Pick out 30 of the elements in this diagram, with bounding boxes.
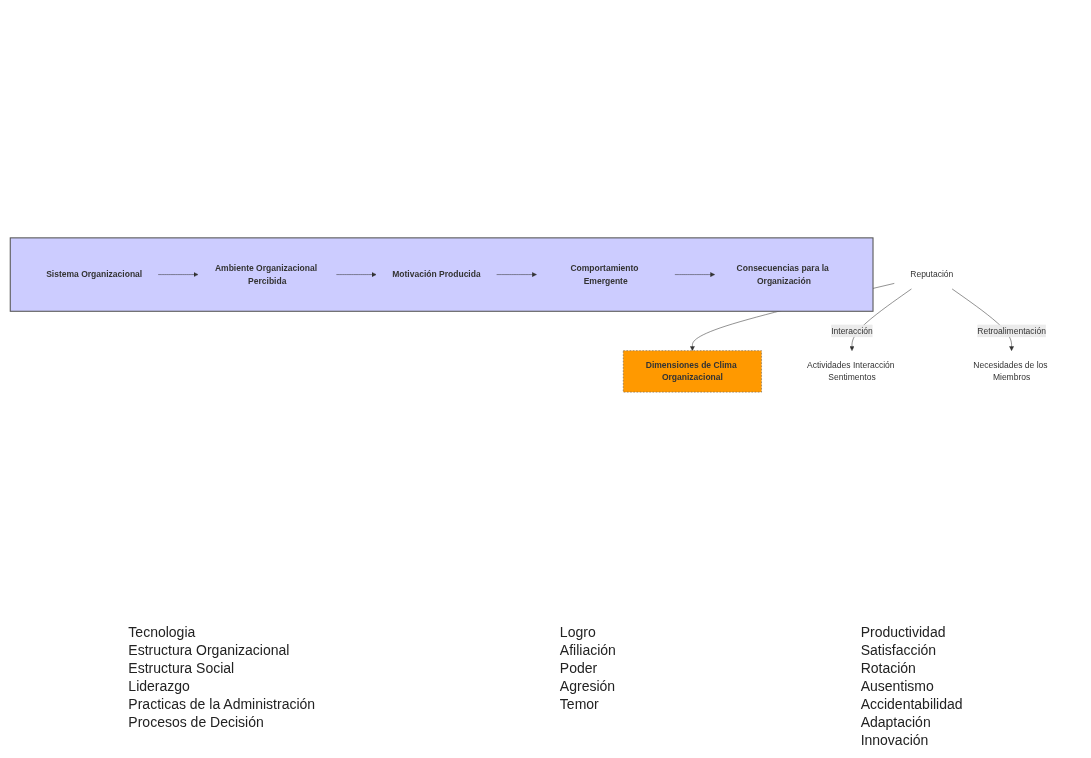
label-text: Accidentabilidad <box>860 696 963 712</box>
edge-label: Interacción <box>831 326 873 336</box>
node-box: Dimensiones de Clima Organizacional <box>622 350 762 393</box>
label-text: Satisfacción <box>860 642 938 658</box>
node-text: Sistema Organizacional <box>46 269 143 279</box>
node-text: Ambiente Organizacional Percibida <box>214 263 318 286</box>
label-text: Rotación <box>860 660 917 676</box>
label-text: Temor <box>559 696 600 712</box>
label-text: Tecnologia <box>128 624 197 640</box>
label-text: Logro <box>559 624 597 640</box>
label-text: Afiliación <box>559 642 616 658</box>
label-text: Productividad <box>860 624 947 640</box>
cluster <box>9 237 874 312</box>
label-text: Estructura Social <box>128 660 236 676</box>
node-text: Necesidades de los Miembros <box>973 360 1048 383</box>
label-text: Procesos de Decisión <box>128 714 265 730</box>
label-text: Estructura Organizacional <box>128 642 291 658</box>
label-text: Practicas de la Administración <box>128 696 316 712</box>
node-text: Comportamiento Emergente <box>570 263 639 286</box>
label-text: Poder <box>559 660 599 676</box>
label-text: Agresión <box>559 678 616 694</box>
label-text: Ausentismo <box>860 678 935 694</box>
label-text: Innovación <box>860 732 930 748</box>
node-text: Consecuencias para la Organización <box>736 263 829 286</box>
node-text: Reputación <box>910 269 954 279</box>
node-text: Motivación Producida <box>392 269 481 279</box>
label-text: Adaptación <box>860 714 932 730</box>
edge-label: Retroalimentación <box>977 326 1046 336</box>
label-text: Liderazgo <box>128 678 191 694</box>
node-text: Actividades Interacción Sentimentos <box>807 360 895 383</box>
